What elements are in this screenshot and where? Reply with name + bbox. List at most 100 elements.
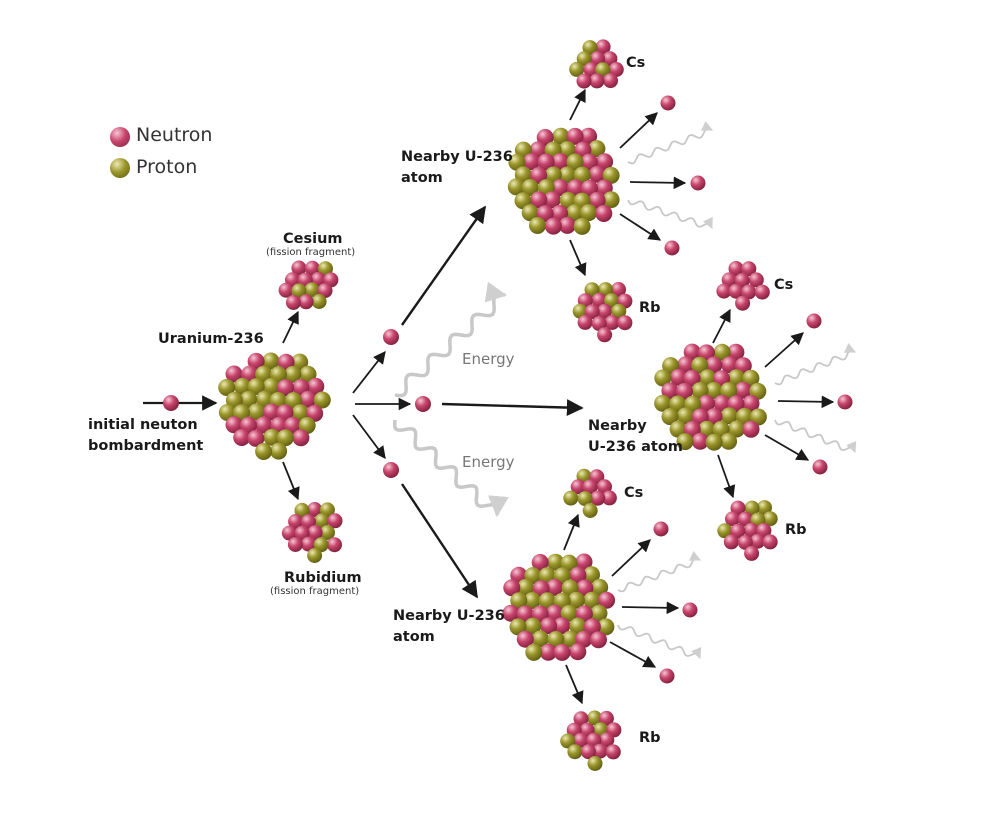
cs-top-label: Cs	[626, 55, 646, 71]
free-neutrons	[163, 95, 853, 684]
wave-top-atom-1	[627, 120, 713, 165]
neutron-ball	[595, 205, 613, 222]
initial-label-line2: bombardment	[88, 438, 204, 454]
neutron-ball	[591, 316, 607, 332]
nearby-mid-atom	[654, 343, 767, 451]
nearby-mid-label-line1: Nearby	[588, 418, 647, 434]
nearby-bot-atom	[502, 553, 616, 661]
proton-ball	[720, 432, 738, 450]
neutron-ball	[725, 511, 740, 527]
neutron-ball	[676, 382, 693, 400]
mid-cs-fragment	[716, 261, 770, 311]
proton-ball	[588, 140, 606, 158]
arrow-top-n1	[619, 112, 658, 149]
neutron-ball	[743, 522, 759, 538]
neutron-ball	[516, 630, 534, 648]
neutron-ball	[721, 272, 737, 288]
mid-released-neutron-2	[837, 394, 853, 410]
neutron-ball	[683, 369, 701, 387]
nearby-bot-label-line1: Nearby U-236	[393, 608, 505, 624]
proton-ball	[717, 523, 733, 539]
proton-ball	[304, 282, 320, 298]
proton-ball	[611, 303, 627, 319]
proton-ball	[577, 491, 593, 507]
proton-ball	[558, 166, 576, 184]
energy-label-top: Energy	[462, 350, 515, 368]
proton-ball	[597, 618, 615, 636]
neutron-ball	[566, 127, 584, 145]
neutron-ball	[721, 356, 739, 374]
neutron-ball	[516, 605, 534, 623]
proton-ball	[582, 40, 598, 56]
rb-bot-label: Rb	[639, 730, 661, 746]
neutron-legend-icon	[110, 127, 130, 147]
arrow-bot-n3	[609, 641, 657, 668]
proton-ball	[547, 553, 564, 571]
mid-released-neutron-1	[806, 313, 822, 329]
neutron-ball	[734, 381, 752, 399]
arrow-to-bot-atom	[401, 483, 478, 599]
neutron-ball	[546, 604, 564, 622]
neutron-ball	[605, 744, 621, 760]
proton-ball	[699, 369, 717, 387]
neutron-ball	[591, 292, 607, 308]
arrow-top-to-rb	[569, 239, 587, 277]
neutron-ball	[503, 579, 521, 597]
proton-ball	[728, 420, 746, 438]
proton-ball	[311, 294, 327, 309]
neutron-ball	[698, 394, 715, 412]
proton-ball	[560, 733, 576, 749]
proton-ball	[736, 407, 753, 425]
rubidium-label: Rubidium	[284, 570, 362, 586]
proton-ball	[742, 369, 760, 387]
proton-ball	[524, 617, 542, 635]
neutron-ball	[537, 153, 555, 171]
proton-ball	[240, 390, 257, 408]
top-released-neutron-3	[664, 240, 680, 256]
proton-ball	[276, 429, 294, 447]
top-cs-fragment	[569, 39, 624, 89]
neutron-ball	[727, 343, 745, 361]
proton-ball	[233, 377, 251, 395]
uranium-236-nucleus	[218, 352, 331, 460]
neutron-ball	[531, 554, 549, 571]
neutron-ball	[304, 260, 320, 276]
neutron-ball	[301, 536, 317, 552]
proton-ball	[762, 511, 778, 527]
neutron-ball	[748, 272, 764, 288]
neutron-ball	[307, 525, 323, 541]
top-released-neutron-1	[660, 95, 676, 111]
proton-ball	[299, 365, 317, 383]
proton-ball	[705, 433, 723, 451]
arrow-top-to-cs	[569, 88, 586, 121]
neutron-ball	[589, 73, 605, 89]
neutron-ball	[546, 578, 564, 596]
arrow-mid-n3	[764, 434, 810, 461]
proton-ball	[587, 710, 603, 726]
proton-ball	[284, 365, 302, 383]
neutron-ball	[601, 490, 617, 506]
proton-ball	[595, 62, 611, 78]
proton-ball	[583, 566, 600, 584]
energy-waves	[392, 120, 857, 659]
released-neutron-bot	[383, 462, 399, 478]
released-neutron-top	[383, 329, 399, 345]
mid-released-neutron-3	[812, 459, 828, 475]
neutron-ball	[762, 534, 778, 550]
neutron-ball	[540, 617, 558, 635]
proton-ball	[561, 630, 579, 648]
proton-ball	[676, 433, 694, 451]
neutron-ball	[327, 513, 343, 529]
neutron-ball	[576, 73, 592, 89]
proton-ball	[547, 631, 565, 648]
proton-ball	[744, 500, 760, 516]
arrow-mid-to-rb	[717, 454, 736, 499]
wave-mid-atom-1	[774, 342, 856, 386]
neutron-ball	[661, 382, 679, 400]
neutron-ball	[225, 416, 243, 434]
neutron-ball	[590, 51, 605, 67]
bot-cs-fragment	[563, 468, 617, 518]
neutron-ball	[225, 365, 243, 383]
neutron-ball	[744, 545, 760, 561]
